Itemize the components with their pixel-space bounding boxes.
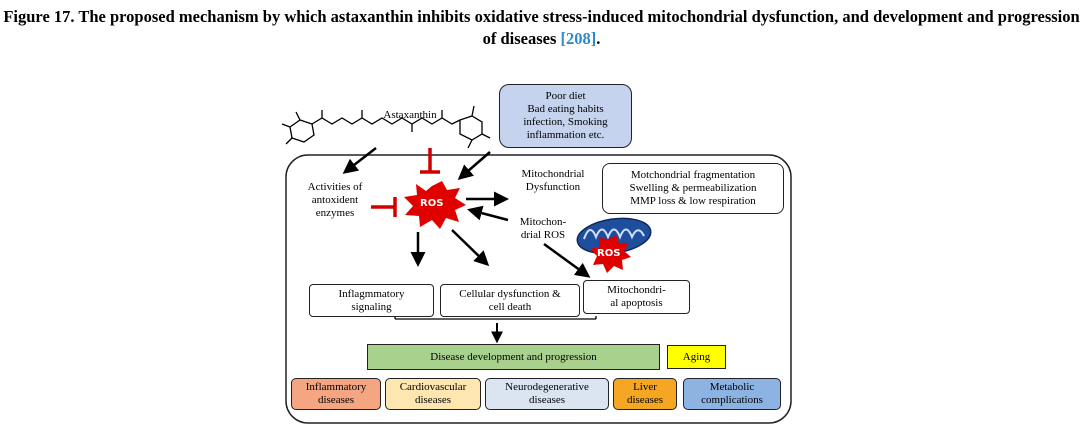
mito-effects-box: Motchondrial fragmentation Swelling & pe… xyxy=(602,163,784,214)
mito-effect-line: Swelling & permeabilization xyxy=(629,182,757,194)
disease-line: Neurodegenerative xyxy=(505,381,589,393)
mito-ros-line: Mitochon- xyxy=(519,216,567,228)
arrow-causes-to-ros xyxy=(457,151,491,180)
ros-label: ROS xyxy=(420,198,444,209)
mito-ros-badge-label: ROS xyxy=(597,248,621,259)
arrow-mito-ros-to-apoptosis xyxy=(543,242,591,278)
caption-reference-link[interactable]: [208] xyxy=(560,29,597,48)
ros-burst-icon xyxy=(404,181,466,229)
caption-text: Figure 17. The proposed mechanism by whi… xyxy=(3,7,1080,48)
inflammatory-signaling-box: Inflagmmatory signaling xyxy=(309,284,434,317)
disease-line: complications xyxy=(701,394,763,406)
aging-text: Aging xyxy=(682,350,711,363)
disease-neurodegenerative-box: Neurodegenerative diseases xyxy=(485,378,609,410)
cell-death-box: Cellular dysfunction & cell death xyxy=(440,284,580,317)
mito-dysfunction-line: Dysfunction xyxy=(525,181,581,193)
mito-apoptosis-line: al apoptosis xyxy=(610,297,663,309)
disease-line: diseases xyxy=(317,394,355,406)
cell-death-line: cell death xyxy=(488,300,532,313)
disease-line: Inflammatory xyxy=(305,381,367,393)
disease-line: diseases xyxy=(528,394,566,406)
enzymes-line: enzymes xyxy=(315,207,355,219)
mito-ros-label: Mitochon- drial ROS xyxy=(508,216,578,242)
inhibit-ros-symbol-icon xyxy=(420,148,440,174)
mito-ros-burst-icon xyxy=(590,235,631,273)
inhibit-enzymes-symbol-icon xyxy=(371,197,397,217)
cause-line: Bad eating habits xyxy=(527,103,604,115)
inflammatory-signaling-line: signaling xyxy=(351,300,392,313)
disease-liver-box: Liver diseases xyxy=(613,378,677,410)
astaxanthin-label: Astaxanthin xyxy=(378,109,442,122)
figure-caption: Figure 17. The proposed mechanism by whi… xyxy=(0,6,1083,50)
arrow-mito-ros-to-ros xyxy=(467,205,509,222)
mito-ros-line: drial ROS xyxy=(520,229,566,241)
cause-line: Poor diet xyxy=(545,90,586,102)
disease-cardiovascular-box: Cardiovascular diseases xyxy=(385,378,481,410)
cause-line: infection, Smoking xyxy=(523,116,608,128)
aging-box: Aging xyxy=(667,345,726,369)
disease-line: diseases xyxy=(626,394,664,406)
mito-apoptosis-box: Mitochondri- al apoptosis xyxy=(583,280,690,314)
mito-apoptosis-line: Mitochondri- xyxy=(607,284,666,296)
astaxanthin-molecule-icon xyxy=(281,105,491,149)
mito-dysfunction-line: Mitochondrial xyxy=(521,168,585,180)
enzymes-line: antoxident xyxy=(311,194,359,206)
astaxanthin-text: Astaxanthin xyxy=(383,109,437,121)
inflammatory-signaling-line: Inflagmmatory xyxy=(338,287,405,300)
causes-box: Poor diet Bad eating habits infection, S… xyxy=(499,84,632,148)
enzymes-line: Activities of xyxy=(307,181,363,193)
cell-container xyxy=(285,154,792,424)
disease-development-text: Disease development and progression xyxy=(430,350,597,363)
mito-dysfunction-label: Mitochondrial Dysfunction xyxy=(512,168,594,194)
disease-metabolic-box: Metabolic complications xyxy=(683,378,781,410)
arrow-ros-to-cell-death xyxy=(451,229,490,267)
disease-line: diseases xyxy=(414,394,452,406)
disease-inflammatory-box: Inflammatory diseases xyxy=(291,378,381,410)
antioxidant-enzymes-label: Activities of antoxident enzymes xyxy=(296,181,374,220)
cell-death-line: Cellular dysfunction & xyxy=(459,287,561,300)
caption-end: . xyxy=(596,29,601,48)
disease-development-box: Disease development and progression xyxy=(367,344,660,370)
disease-line: Liver xyxy=(633,381,657,393)
disease-line: Metabolic xyxy=(709,381,755,393)
cause-line: inflammation etc. xyxy=(526,129,605,141)
mito-effect-line: MMP loss & low respiration xyxy=(630,195,756,207)
disease-line: Cardiovascular xyxy=(399,381,467,393)
mito-effect-line: Motchondrial fragmentation xyxy=(630,169,756,181)
arrow-astaxanthin-to-enzymes xyxy=(342,147,377,174)
